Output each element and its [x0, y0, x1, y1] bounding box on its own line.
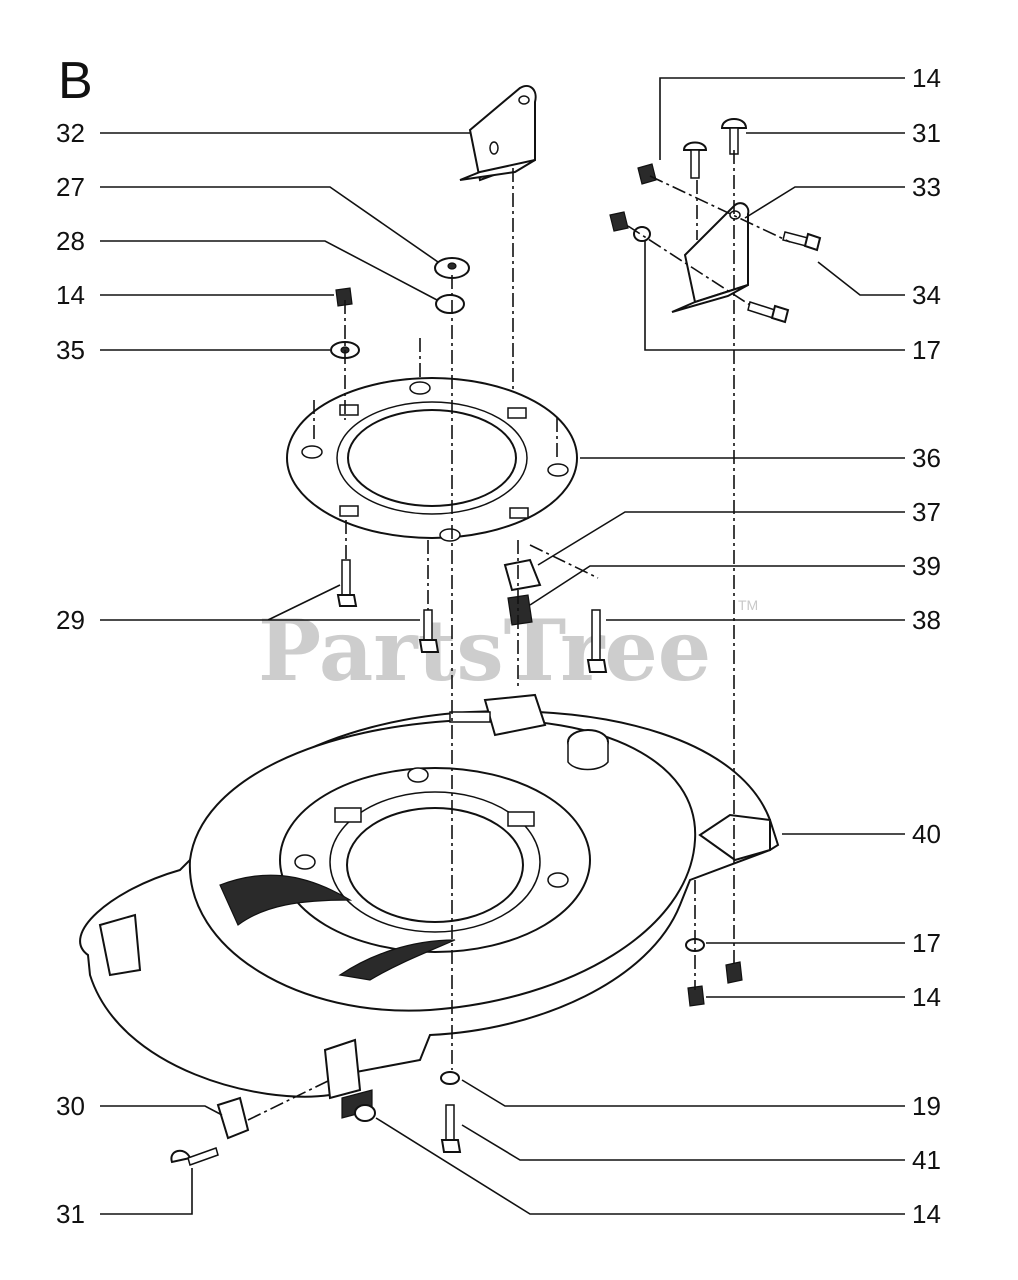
callout-label: 27	[56, 172, 85, 202]
nut-14-bottom	[687, 985, 705, 1007]
bolt-34-a	[782, 231, 809, 247]
bolt-34-b	[747, 301, 776, 319]
callout-label: 31	[56, 1199, 85, 1229]
callout-label: 40	[912, 819, 941, 849]
washer-19	[440, 1071, 460, 1085]
bolt-38	[591, 609, 601, 661]
plate-opening	[347, 409, 517, 507]
bolt-31-bottom-head	[170, 1149, 192, 1164]
bolt-29-b-head	[418, 639, 440, 653]
plate-slot	[507, 407, 527, 419]
plate-slot	[339, 505, 359, 517]
bolt-29-a-head	[336, 594, 358, 607]
assembly-axes	[247, 150, 791, 1121]
plate-hole	[547, 463, 569, 477]
callout-label: 14	[912, 982, 941, 1012]
deck-boss	[407, 767, 429, 783]
plate-hole	[409, 381, 431, 395]
nut-17-top	[609, 211, 629, 232]
block-39	[507, 594, 533, 626]
plate-hole	[301, 445, 323, 459]
plate-slot	[509, 507, 529, 519]
plate-hole	[439, 528, 461, 542]
bolt-29-b	[423, 609, 433, 641]
callout-label: 14	[912, 1199, 941, 1229]
bracket-33-plate	[683, 202, 750, 304]
nut-14-left	[335, 287, 353, 307]
deck-boss	[294, 854, 316, 870]
clip-37	[503, 558, 542, 592]
bolt-31-a-shank	[690, 149, 700, 179]
bracket-32-foot	[459, 159, 536, 181]
bolt-31-b-head	[720, 118, 748, 129]
deck-left-bracket	[98, 913, 142, 977]
callout-label: 17	[912, 335, 941, 365]
bolt-38-head	[586, 659, 608, 673]
callout-label: 30	[56, 1091, 85, 1121]
callout-labels: 14 31 33 34 17 36 37 39 38 40 17 14 19 4…	[56, 63, 941, 1229]
deck-front-bracket	[323, 1038, 362, 1100]
mower-deck	[79, 693, 780, 1119]
bracket-32-slot	[489, 141, 499, 155]
cap-27-center	[447, 262, 457, 270]
bracket-32-hole	[518, 95, 530, 105]
callout-label: 31	[912, 118, 941, 148]
hinge-30	[216, 1096, 250, 1140]
callout-label: 32	[56, 118, 85, 148]
callout-label: 39	[912, 551, 941, 581]
deck-rear-socket	[483, 693, 547, 737]
bolt-31-bottom-shank	[187, 1147, 219, 1166]
bolt-41	[445, 1104, 455, 1141]
callout-label: 14	[912, 63, 941, 93]
callout-label: 29	[56, 605, 85, 635]
bracket-32-plate	[468, 84, 537, 182]
washer-17-top	[633, 226, 651, 242]
nut-14-bottom-b	[725, 961, 743, 984]
bolt-31-a-head	[682, 141, 708, 151]
callout-label: 37	[912, 497, 941, 527]
deck-motor-opening	[346, 807, 524, 923]
motor-plate	[286, 377, 578, 542]
callout-label: 14	[56, 280, 85, 310]
plate-slot	[339, 404, 359, 416]
nut-14-front	[354, 1104, 376, 1122]
callout-label: 19	[912, 1091, 941, 1121]
bracket-32	[459, 84, 537, 182]
watermark: PartsTree	[258, 601, 711, 700]
bolt-34-b-head	[770, 304, 790, 324]
callout-label: 36	[912, 443, 941, 473]
washer-28	[435, 294, 465, 314]
callout-label: 17	[912, 928, 941, 958]
callout-label: 35	[56, 335, 85, 365]
bolt-29-a	[341, 559, 351, 596]
bolt-41-head	[440, 1139, 462, 1153]
bolt-34-a-head	[803, 232, 822, 252]
leader-lines	[100, 77, 905, 1215]
deck-slot	[507, 811, 535, 827]
callout-label: 28	[56, 226, 85, 256]
deck-slot	[334, 807, 362, 823]
deck-right-hinge	[698, 813, 771, 862]
deck-boss	[547, 872, 569, 888]
bracket-33-hole	[729, 210, 741, 220]
watermark-trademark: TM	[738, 597, 758, 613]
callout-label: 33	[912, 172, 941, 202]
deck-rear-tab	[449, 711, 491, 723]
callout-label: 34	[912, 280, 941, 310]
section-letter: B	[58, 52, 93, 110]
nut-14-top	[637, 163, 657, 185]
deck-post-body	[567, 742, 609, 771]
callout-label: 41	[912, 1145, 941, 1175]
callout-label: 38	[912, 605, 941, 635]
deck-vent-blade	[338, 939, 456, 981]
deck-vent-blade	[219, 874, 353, 926]
